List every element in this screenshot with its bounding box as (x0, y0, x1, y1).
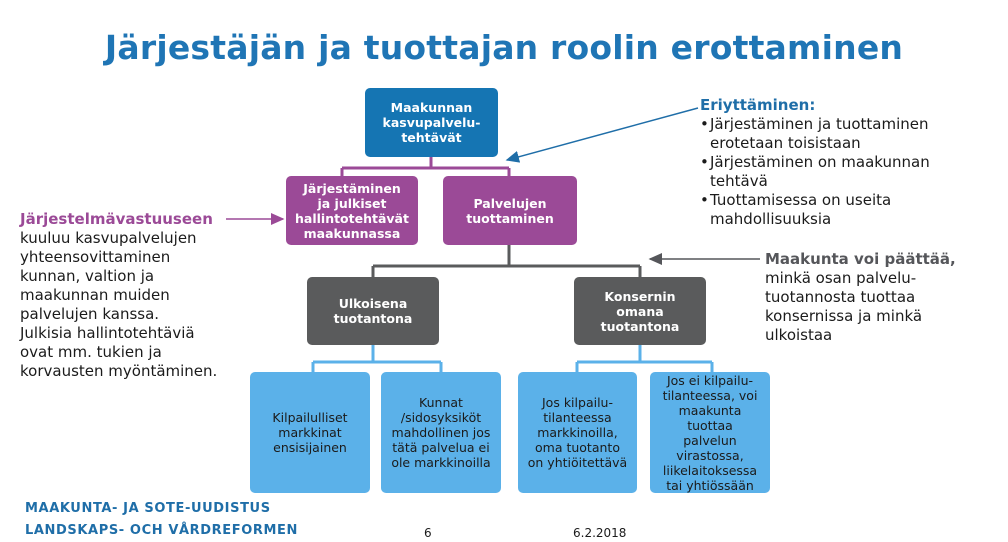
box-municipalities-in-house: Kunnat /sidosyksiköt mahdollinen jos tät… (381, 372, 501, 493)
note-decide-heading: Maakunta voi päättää, (765, 250, 956, 268)
note-separation: Eriyttäminen: Järjestäminen ja tuottamin… (700, 96, 1000, 229)
footer-date: 6.2.2018 (573, 526, 627, 540)
note-separation-list: Järjestäminen ja tuottaminen erotetaan t… (700, 115, 1000, 229)
arrow-separation (505, 107, 699, 163)
note-decide-body: minkä osan palvelu- tuotannosta tuottaa … (765, 269, 923, 344)
box-service-production: Palvelujen tuottaminen (443, 176, 577, 245)
footer-page-number: 6 (424, 526, 432, 540)
box-organizing-public-admin: Järjestäminen ja julkiset hallintotehtäv… (286, 176, 418, 245)
note-separation-bullet: Järjestäminen ja tuottaminen erotetaan t… (700, 115, 1000, 153)
box-group-own-production: Konsernin omana tuotantona (574, 277, 706, 345)
box-external-production: Ulkoisena tuotantona (307, 277, 439, 345)
box-competitive-markets: Kilpailulliset markkinat ensisijainen (250, 372, 370, 493)
note-separation-bullet: Tuottamisessa on useita mahdollisuuksia (700, 191, 1000, 229)
note-system-heading: Järjestelmävastuuseen (20, 210, 213, 228)
footer-organization: MAAKUNTA- JA SOTE-UUDISTUS LANDSKAPS- OC… (25, 498, 325, 542)
page-title: Järjestäjän ja tuottajan roolin erottami… (104, 28, 904, 67)
note-region-decides: Maakunta voi päättää, minkä osan palvelu… (765, 250, 1005, 345)
footer-org-line-1: MAAKUNTA- JA SOTE-UUDISTUS (25, 501, 271, 516)
footer-org-line-2: LANDSKAPS- OCH VÅRDREFORMEN (25, 523, 298, 538)
box-regional-growth-services: Maakunnan kasvupalvelu- tehtävät (365, 88, 498, 157)
note-system-body: kuuluu kasvupalvelujen yhteensovittamine… (20, 229, 218, 380)
note-separation-heading: Eriyttäminen: (700, 96, 816, 114)
box-no-competition-options: Jos ei kilpailu- tilanteessa, voi maakun… (650, 372, 770, 493)
note-system-responsibility: Järjestelmävastuuseen kuuluu kasvupalvel… (20, 210, 230, 381)
note-separation-bullet: Järjestäminen on maakunnan tehtävä (700, 153, 1000, 191)
box-competition-incorporation: Jos kilpailu- tilanteessa markkinoilla, … (518, 372, 637, 493)
